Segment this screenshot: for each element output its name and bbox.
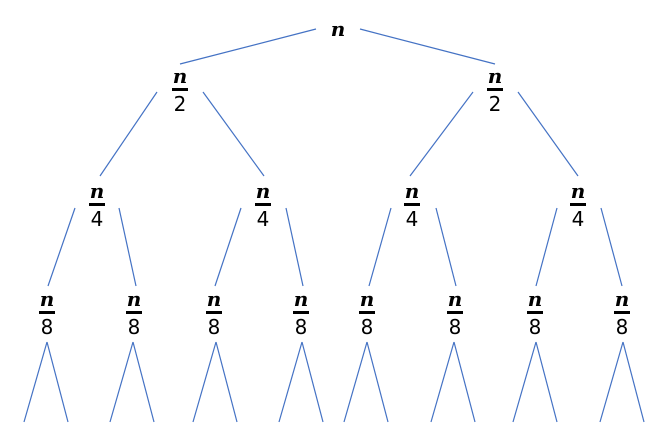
level3-node: n 8 <box>293 288 309 338</box>
numerator: n <box>255 179 271 203</box>
fraction-bar <box>89 203 105 206</box>
fraction-bar <box>570 203 586 206</box>
fraction-bar <box>447 311 463 314</box>
denominator: 8 <box>127 315 141 339</box>
denominator: 8 <box>40 315 54 339</box>
fraction-bar <box>206 311 222 314</box>
level3-node: n 8 <box>614 288 630 338</box>
level2-node: n 4 <box>570 180 586 230</box>
fraction-bar <box>255 203 271 206</box>
level2-node: n 4 <box>89 180 105 230</box>
denominator: 8 <box>207 315 221 339</box>
level3-node: n 8 <box>527 288 543 338</box>
fraction-bar <box>126 311 142 314</box>
numerator: n <box>570 179 586 203</box>
numerator: n <box>89 179 105 203</box>
level3-node: n 8 <box>206 288 222 338</box>
denominator: 8 <box>448 315 462 339</box>
level2-node: n 4 <box>255 180 271 230</box>
fraction-bar <box>293 311 309 314</box>
level1-node: n 2 <box>487 65 503 115</box>
denominator: 8 <box>615 315 629 339</box>
fraction-bar <box>172 88 188 91</box>
level3-node: n 8 <box>447 288 463 338</box>
fraction-bar <box>39 311 55 314</box>
numerator: n <box>359 287 375 311</box>
level1-node: n 2 <box>172 65 188 115</box>
fraction-bar <box>614 311 630 314</box>
denominator: 4 <box>90 207 104 231</box>
numerator: n <box>614 287 630 311</box>
denominator: 4 <box>405 207 419 231</box>
denominator: 4 <box>256 207 270 231</box>
numerator: n <box>39 287 55 311</box>
root-node: n <box>331 18 346 40</box>
numerator: n <box>487 64 503 88</box>
numerator: n <box>172 64 188 88</box>
numerator: n <box>206 287 222 311</box>
numerator: n <box>404 179 420 203</box>
denominator: 8 <box>528 315 542 339</box>
fraction-bar <box>404 203 420 206</box>
fraction-bar <box>359 311 375 314</box>
level3-node: n 8 <box>359 288 375 338</box>
level3-node: n 8 <box>126 288 142 338</box>
level2-node: n 4 <box>404 180 420 230</box>
numerator: n <box>126 287 142 311</box>
denominator: 8 <box>294 315 308 339</box>
denominator: 2 <box>488 92 502 116</box>
denominator: 2 <box>173 92 187 116</box>
root-numerator: n <box>330 17 346 41</box>
level3-node: n 8 <box>39 288 55 338</box>
fraction-bar <box>527 311 543 314</box>
fraction-bar <box>487 88 503 91</box>
numerator: n <box>527 287 543 311</box>
denominator: 4 <box>571 207 585 231</box>
numerator: n <box>447 287 463 311</box>
denominator: 8 <box>360 315 374 339</box>
numerator: n <box>293 287 309 311</box>
